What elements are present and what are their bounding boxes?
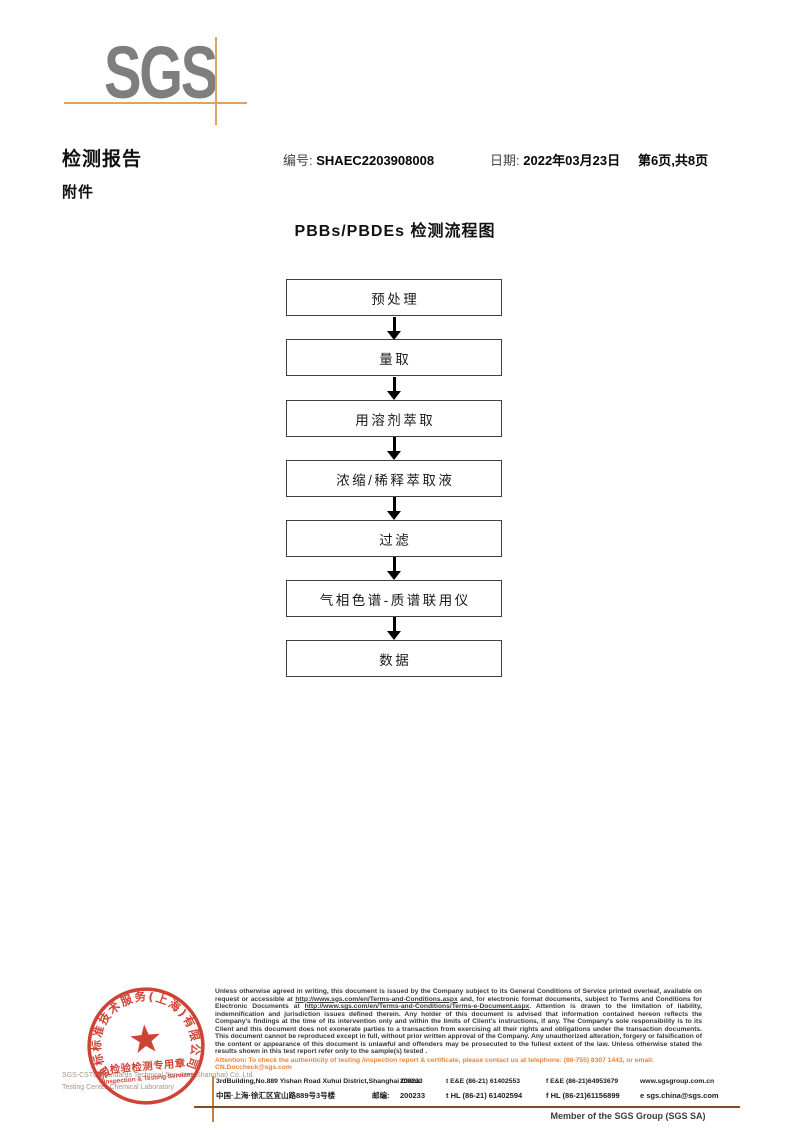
report-number-value: SHAEC2203908008 bbox=[316, 153, 435, 168]
telephone-cn: t HL (86-21) 61402594 bbox=[446, 1091, 523, 1100]
legal-text: . Attention is drawn to the limitation o… bbox=[215, 1003, 702, 1055]
stamp-star-icon bbox=[130, 1024, 160, 1054]
flow-arrow bbox=[387, 557, 402, 580]
terms-link[interactable]: http://www.sgs.com/en/Terms-and-Conditio… bbox=[295, 995, 458, 1003]
telephone-en: t E&E (86-21) 61402553 bbox=[446, 1078, 521, 1085]
address-block: 3rdBuilding,No.889 Yishan Road Xuhui Dis… bbox=[216, 1078, 740, 1102]
report-date-label: 日期: bbox=[490, 153, 520, 168]
logo-crosshair-hline bbox=[64, 102, 247, 104]
postal-code-cn: 200233 bbox=[400, 1091, 426, 1100]
footer-rule-hline bbox=[194, 1106, 740, 1108]
fax-cn: f HL (86-21)61156899 bbox=[546, 1091, 620, 1100]
report-date: 日期: 2022年03月23日 bbox=[490, 150, 620, 169]
address-en: 3rdBuilding,No.889 Yishan Road Xuhui Dis… bbox=[216, 1078, 420, 1085]
postal-label-cn: 邮编: bbox=[372, 1091, 390, 1100]
fax-en: f E&E (86-21)64953679 bbox=[546, 1078, 619, 1085]
sgs-logo: SGS bbox=[104, 31, 218, 114]
company-name: SGS-CSTC Standards Technical Services (S… bbox=[62, 1072, 255, 1079]
legal-text: and, for electronic format documents, su… bbox=[215, 995, 702, 1011]
flow-step-box: 气相色谱-质谱联用仪 bbox=[286, 580, 502, 617]
flow-step-box: 用溶剂萃取 bbox=[286, 400, 502, 437]
email-address: e sgs.china@sgs.com bbox=[640, 1091, 719, 1100]
address-row-cn: 中国·上海·徐汇区宜山路889号3号楼 邮编: 200233 t HL (86-… bbox=[216, 1090, 740, 1102]
attachment-label: 附件 bbox=[62, 184, 95, 201]
flow-step-box: 数据 bbox=[286, 640, 502, 677]
logo-crosshair-vline bbox=[215, 37, 217, 125]
footer-divider-vline bbox=[212, 1076, 214, 1122]
sgs-member-note: Member of the SGS Group (SGS SA) bbox=[550, 1111, 706, 1121]
report-number-label: 编号: bbox=[283, 153, 313, 168]
flow-step-box: 过滤 bbox=[286, 520, 502, 557]
flow-arrow bbox=[387, 437, 402, 460]
address-row-en: 3rdBuilding,No.889 Yishan Road Xuhui Dis… bbox=[216, 1078, 740, 1090]
flow-arrow bbox=[387, 317, 402, 340]
inspection-stamp: 通标标准技术服务(上海)有限公司 检验检测专用章 Inspection & Te… bbox=[85, 985, 205, 1105]
flow-arrow bbox=[387, 377, 402, 400]
flow-arrow bbox=[387, 617, 402, 640]
address-cn: 中国·上海·徐汇区宜山路889号3号楼 bbox=[216, 1091, 336, 1100]
flow-step-box: 浓缩/稀释萃取液 bbox=[286, 460, 502, 497]
website-url: www.sgsgroup.com.cn bbox=[640, 1078, 715, 1085]
attention-notice: Attention: To check the authenticity of … bbox=[215, 1056, 655, 1072]
flow-arrow bbox=[387, 497, 402, 520]
report-number: 编号: SHAEC2203908008 bbox=[283, 150, 434, 169]
flow-step-box: 预处理 bbox=[286, 279, 502, 316]
report-date-value: 2022年03月23日 bbox=[523, 153, 621, 168]
legal-disclaimer: Unless otherwise agreed in writing, this… bbox=[215, 988, 702, 1072]
page-indicator: 第6页,共8页 bbox=[638, 153, 709, 168]
report-title: 检测报告 bbox=[62, 149, 143, 170]
postal-code-en: 200233 bbox=[400, 1078, 423, 1085]
terms-e-document-link[interactable]: http://www.sgs.com/en/Terms-and-Conditio… bbox=[304, 1003, 530, 1010]
legal-text: Unless otherwise agreed in writing, this… bbox=[215, 988, 702, 1003]
laboratory-name: Testing Center-Chemical Laboratory bbox=[62, 1084, 175, 1091]
flowchart-title: PBBs/PBDEs 检测流程图 bbox=[294, 223, 496, 240]
flow-step-box: 量取 bbox=[286, 339, 502, 376]
